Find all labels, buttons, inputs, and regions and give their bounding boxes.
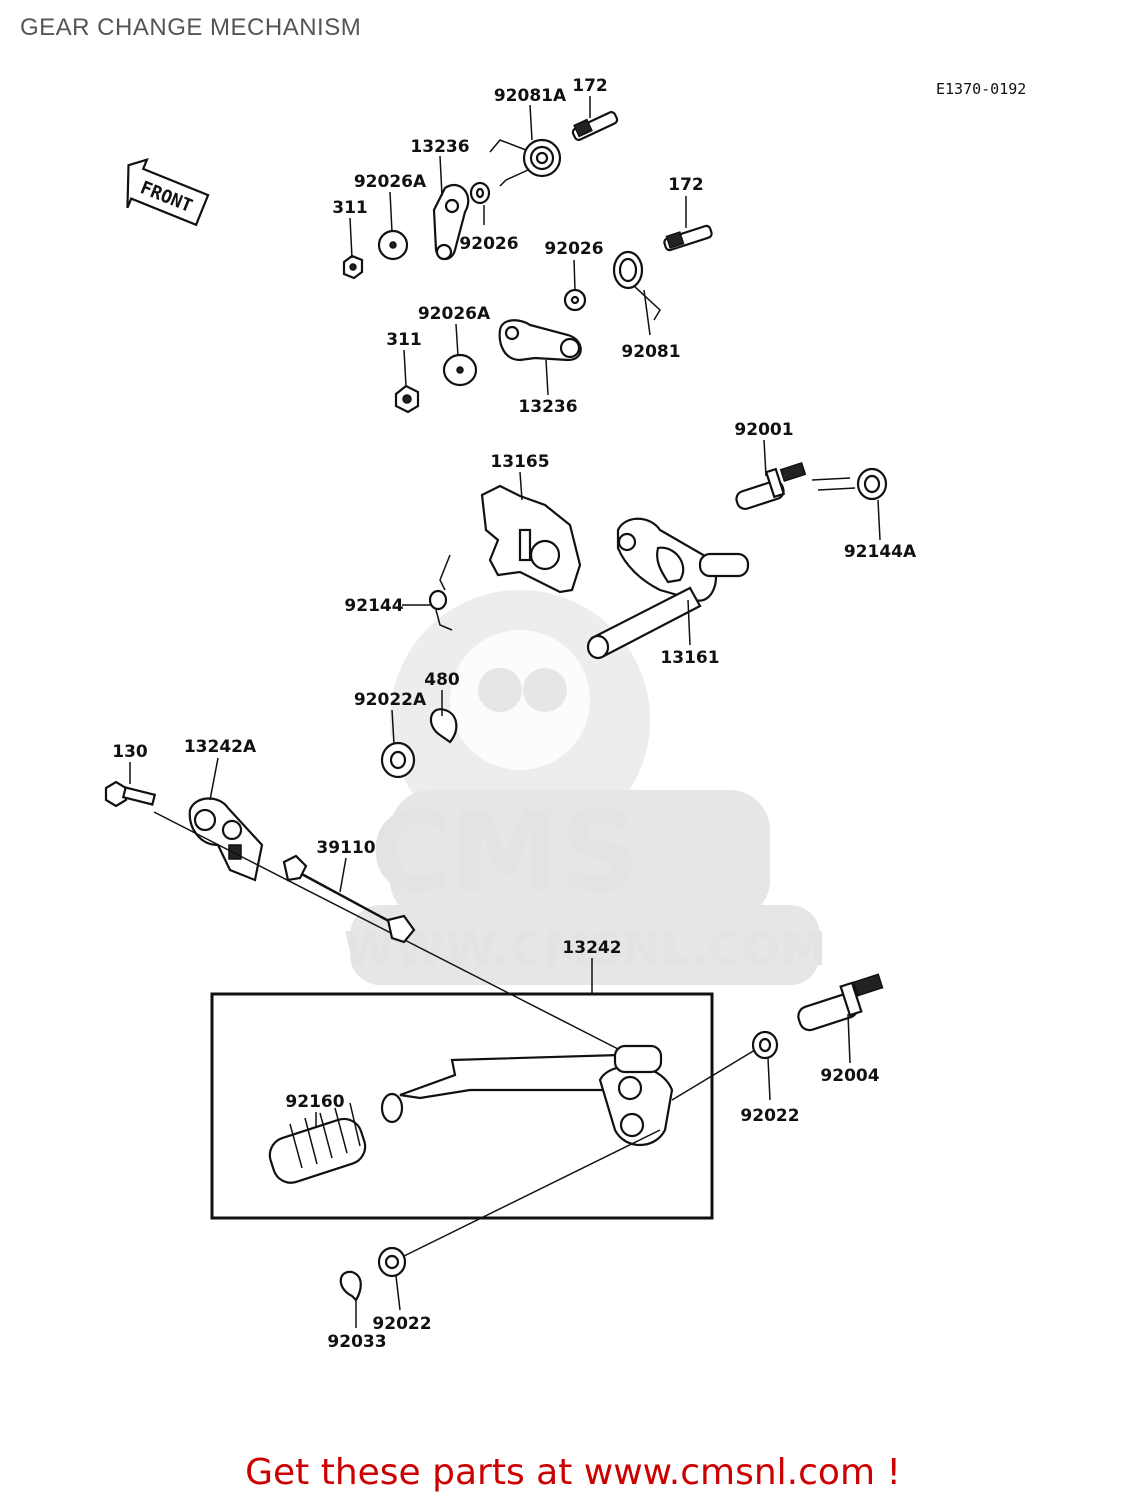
callout-label: 311: [386, 330, 422, 350]
nut-311-lower: [394, 384, 420, 414]
washer-92026-upper: [469, 181, 491, 205]
watermark-url: WWW.CMSNL.COM: [344, 922, 827, 976]
shift-shaft-13161: [586, 517, 750, 660]
callout-label: 92004: [820, 1066, 879, 1086]
washer-92026-middle: [563, 288, 587, 312]
stud-172-right: [663, 224, 713, 252]
spacer-92026A-upper: [377, 229, 409, 261]
callout-label: 92026: [459, 234, 518, 254]
callout-label: 92160: [285, 1092, 344, 1112]
pedal-rubber-92160: [268, 1102, 367, 1184]
spring-92144: [428, 554, 453, 631]
tie-rod-39110: [282, 854, 416, 944]
shift-pedal-13242: [380, 1044, 674, 1146]
spring-92081A: [489, 138, 562, 187]
callout-label: 92033: [327, 1332, 386, 1352]
shift-mechanism-plate-13165: [480, 484, 582, 594]
diagram-reference-code: E1370-0192: [936, 80, 1027, 98]
leader-lines: [129, 96, 881, 1328]
nut-311-upper: [342, 254, 364, 280]
callout-label: 92026A: [354, 172, 427, 192]
callout-label: 13236: [518, 397, 577, 417]
callout-label: 13242A: [184, 737, 257, 757]
pivot-axis-line-lower: [399, 1129, 661, 1259]
callout-label: 39110: [316, 838, 375, 858]
callout-label: 92144A: [844, 542, 917, 562]
callout-label: 311: [332, 198, 368, 218]
washer-92022-right: [751, 1030, 779, 1060]
circlip-92033: [339, 1270, 362, 1302]
cms-watermark: CMS WWW.CMSNL.COM: [344, 590, 827, 985]
pivot-axis-line-upper: [671, 1049, 756, 1101]
shift-arm-13236-upper: [432, 184, 470, 261]
callout-label: 92026A: [418, 304, 491, 324]
pin-92001: [735, 461, 807, 510]
callout-label: 13236: [410, 137, 469, 157]
footer-promo-text: Get these parts at www.cmsnl.com !: [245, 1452, 901, 1493]
callout-label: 13242: [562, 938, 621, 958]
pivot-bolt-92004: [797, 973, 884, 1032]
shift-arm-13236-lower: [498, 319, 582, 362]
callout-label: 92022: [372, 1314, 431, 1334]
watermark-brand: CMS: [370, 788, 639, 916]
front-direction-arrow: FRONT: [126, 157, 210, 227]
stud-172-upper: [571, 111, 619, 141]
callout-label: 92081A: [494, 86, 567, 106]
callout-label: 92001: [734, 420, 793, 440]
callout-label: 13165: [490, 452, 549, 472]
circlip-480: [429, 708, 458, 744]
page-title: GEAR CHANGE MECHANISM: [20, 14, 362, 41]
callout-label: 480: [424, 670, 460, 690]
spring-92144A: [811, 467, 888, 501]
bolt-130: [104, 780, 157, 808]
callout-label: 172: [668, 175, 704, 195]
callout-label: 13161: [660, 648, 719, 668]
callout-label: 92081: [621, 342, 680, 362]
spring-92081: [612, 250, 661, 321]
spacer-92026A-lower: [442, 353, 478, 387]
callout-label: 130: [112, 742, 148, 762]
tie-rod-axis-line: [153, 811, 621, 1051]
callout-label: 92144: [344, 596, 403, 616]
callout-label: 92026: [544, 239, 603, 259]
callout-label: 92022: [740, 1106, 799, 1126]
shift-pedal-assembly-box: [210, 992, 714, 1220]
callout-label: 172: [572, 76, 608, 96]
tie-rod-end-13242A: [188, 797, 264, 882]
callout-label: 92022A: [354, 690, 427, 710]
washer-92022-lower: [377, 1246, 407, 1278]
callout-labels: 92081A 172 13236 92026A 311 92026 172 92…: [112, 76, 917, 1352]
washer-92022A: [380, 741, 416, 779]
